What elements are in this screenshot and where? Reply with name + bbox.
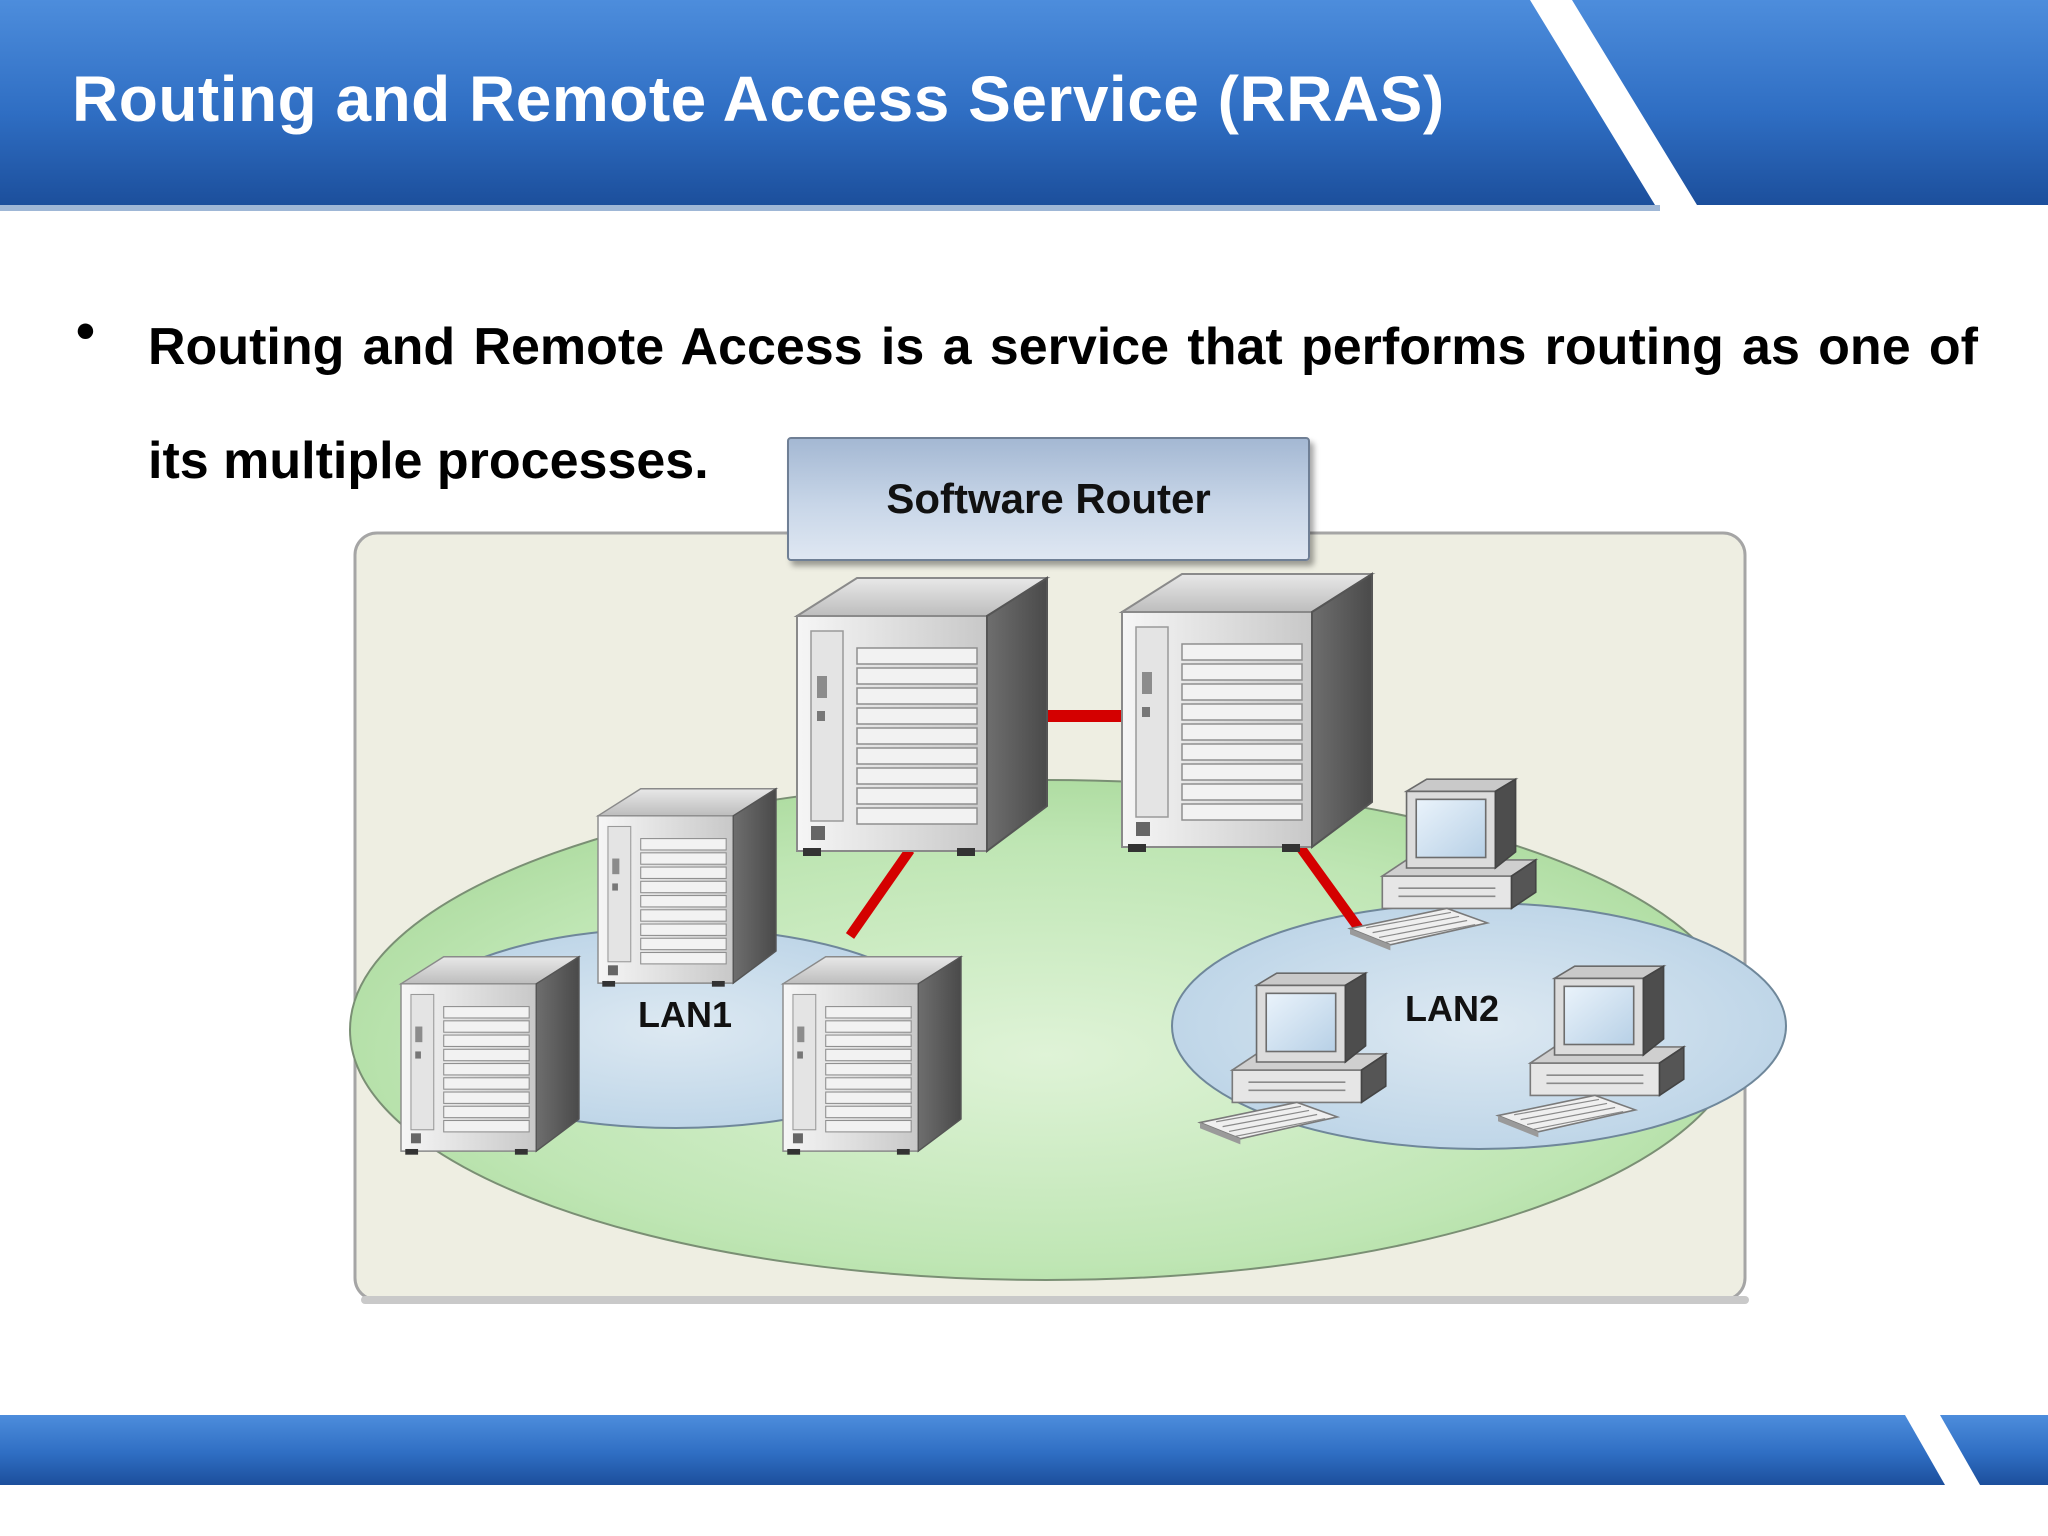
router-server-icon <box>796 577 1048 857</box>
slide-title: Routing and Remote Access Service (RRAS) <box>72 63 1445 135</box>
lan1-label: LAN1 <box>638 994 733 1035</box>
lan2-label: LAN2 <box>1405 988 1500 1029</box>
software-router-label: Software Router <box>886 475 1211 522</box>
lan1-server-icon <box>400 956 580 1156</box>
lan1-link <box>845 847 915 939</box>
bullet-marker: • <box>76 301 95 361</box>
software-router-label-box: Software Router <box>787 437 1310 561</box>
lan1-server-icon <box>597 788 777 988</box>
footer-band <box>0 1415 2048 1485</box>
router-server-icon <box>1121 573 1373 853</box>
header-band <box>0 0 2048 211</box>
bullet-text: Routing and Remote Access is a service t… <box>148 318 1978 490</box>
lan1-server-icon <box>782 956 962 1156</box>
